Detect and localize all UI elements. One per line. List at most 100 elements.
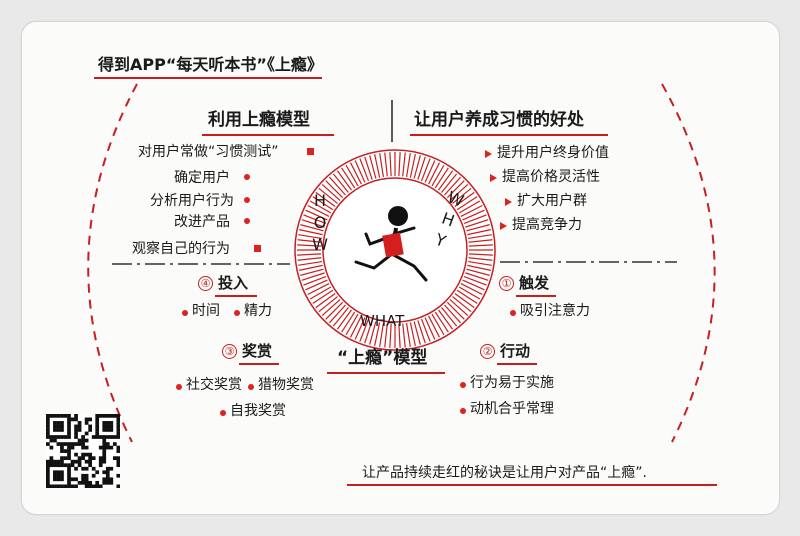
qr-module — [95, 484, 100, 488]
wheel-hatch-stroke — [460, 204, 483, 217]
qr-module — [60, 424, 64, 429]
wheel-hatch-stroke — [332, 173, 349, 193]
wheel-hatch-stroke — [298, 260, 323, 266]
qr-module — [49, 445, 54, 450]
qr-module — [81, 466, 85, 471]
wheel-hatch-stroke — [444, 304, 462, 324]
wheel-hatch-stroke — [298, 234, 323, 240]
qr-module — [70, 463, 75, 468]
qr-module — [46, 480, 50, 485]
qr-module — [77, 438, 82, 443]
qr-module — [74, 477, 78, 482]
wheel-hatch-stroke — [325, 180, 344, 199]
qr-module — [49, 435, 54, 439]
qr-module — [105, 480, 110, 485]
qr-module — [67, 449, 71, 453]
qr-module — [77, 459, 82, 464]
bullet-triangle — [500, 222, 507, 230]
qr-module — [67, 435, 71, 439]
left-item-identify-users: 确定用户 — [174, 170, 230, 186]
wheel-hatch-stroke — [384, 152, 388, 177]
qr-module — [74, 442, 78, 446]
qr-module — [105, 435, 110, 439]
bullet-dot — [182, 310, 188, 316]
qr-module — [116, 473, 120, 478]
wheel-hatch-stroke — [449, 183, 469, 201]
right-heading-underline — [410, 134, 608, 136]
qr-module — [70, 445, 75, 450]
wheel-hatch-stroke — [405, 322, 411, 347]
stage-number: ③ — [222, 344, 237, 359]
wheel-how-label: HOW — [312, 191, 328, 254]
qr-module — [56, 428, 61, 432]
qr-module — [46, 414, 50, 418]
qr-module — [77, 428, 82, 432]
qr-module — [98, 459, 103, 464]
wheel-hatch-stroke — [428, 162, 441, 185]
qr-module — [112, 442, 117, 446]
qr-module — [84, 477, 89, 482]
wheel-hatch-stroke — [449, 299, 469, 317]
wheel-hatch-stroke — [309, 200, 332, 214]
stage-underline — [497, 363, 537, 365]
wheel-hatch-stroke — [431, 313, 445, 336]
qr-module — [116, 428, 120, 432]
sketchnote-card: 得到APP“每天听本书”《上瘾》 利用上瘾模型 对用户常做“习惯测试” 确定用户… — [22, 22, 779, 514]
wheel-hatch-stroke — [336, 309, 352, 330]
qr-module — [70, 442, 75, 446]
qr-module — [60, 463, 64, 468]
wheel-hatch-stroke — [468, 257, 493, 261]
qr-module — [63, 463, 68, 468]
qr-module — [91, 484, 96, 488]
qr-module — [53, 438, 57, 443]
qr-module — [53, 470, 57, 475]
wheel-hatch-stroke — [303, 275, 327, 286]
qr-module — [105, 442, 110, 446]
qr-module — [109, 421, 114, 425]
bullet-square — [307, 148, 314, 155]
wheel-hatch-stroke — [468, 239, 493, 243]
wheel-hatch-stroke — [434, 167, 449, 189]
qr-module — [105, 414, 110, 418]
wheel-hatch-stroke — [458, 200, 481, 214]
qr-module — [53, 477, 57, 482]
bullet-dot — [244, 174, 250, 180]
model-label-underline — [327, 372, 445, 374]
qr-module — [84, 480, 89, 485]
qr-module — [74, 428, 78, 432]
wheel-hatch-stroke — [452, 187, 472, 204]
qr-module — [81, 473, 85, 478]
wheel-hatch-stroke — [458, 286, 481, 300]
qr-module — [102, 445, 107, 450]
qr-module — [95, 480, 100, 485]
qr-module — [98, 463, 103, 468]
qr-module — [74, 452, 78, 457]
qr-module — [84, 445, 89, 450]
qr-module — [109, 480, 114, 485]
qr-module — [105, 428, 110, 432]
wheel-hatch-stroke — [297, 239, 322, 243]
qr-module — [95, 417, 100, 422]
wheel-hatch-stroke — [417, 156, 426, 180]
bullet-dot — [220, 410, 226, 416]
qr-module — [60, 477, 64, 482]
qr-module — [74, 417, 78, 422]
qr-module — [56, 424, 61, 429]
qr-module — [63, 414, 68, 418]
qr-module — [102, 428, 107, 432]
wheel-hatch-stroke — [300, 268, 324, 276]
qr-module — [81, 442, 85, 446]
qr-module — [77, 456, 82, 461]
left-dashed-arc — [87, 83, 138, 443]
qr-module — [102, 438, 107, 443]
wheel-hatch-stroke — [297, 253, 322, 256]
qr-module — [53, 428, 57, 432]
qr-module — [102, 456, 107, 461]
qr-module — [102, 435, 107, 439]
qr-module — [67, 480, 71, 485]
qr-module — [67, 484, 71, 488]
wheel-hatch-stroke — [420, 318, 431, 342]
qr-module — [74, 459, 78, 464]
qr-module — [56, 477, 61, 482]
bullet-triangle — [505, 198, 512, 206]
